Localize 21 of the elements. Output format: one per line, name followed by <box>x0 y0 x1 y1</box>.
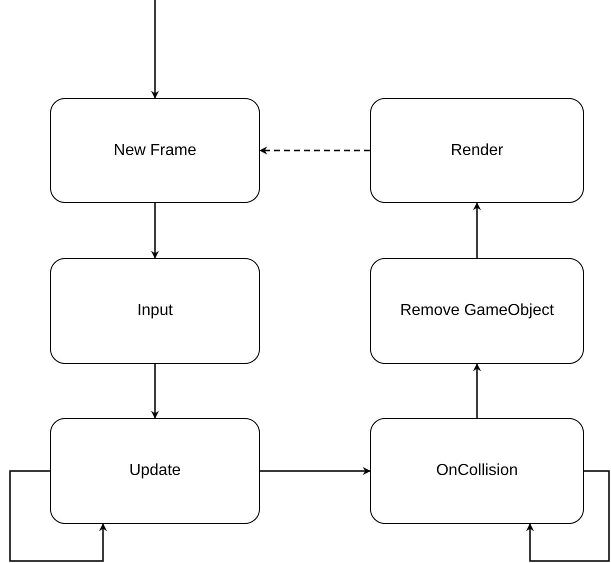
process-box <box>50 418 260 524</box>
box-label: Input <box>137 302 173 320</box>
arrow <box>151 364 159 419</box>
arrow <box>151 203 159 259</box>
arrow <box>259 146 370 154</box>
box-label: Remove GameObject <box>400 302 554 320</box>
arrow <box>526 470 610 562</box>
arrow <box>473 363 481 418</box>
box-label: Update <box>129 462 181 480</box>
process-box <box>370 258 584 364</box>
process-box <box>50 258 260 364</box>
process-box <box>50 98 260 203</box>
arrow <box>473 202 481 258</box>
arrow <box>9 470 107 562</box>
arrow <box>151 0 159 99</box>
box-label: OnCollision <box>436 462 518 480</box>
box-label: New Frame <box>114 142 196 160</box>
arrow <box>260 467 371 475</box>
process-box <box>370 98 584 203</box>
box-label: Render <box>450 142 504 160</box>
process-box <box>370 418 584 524</box>
